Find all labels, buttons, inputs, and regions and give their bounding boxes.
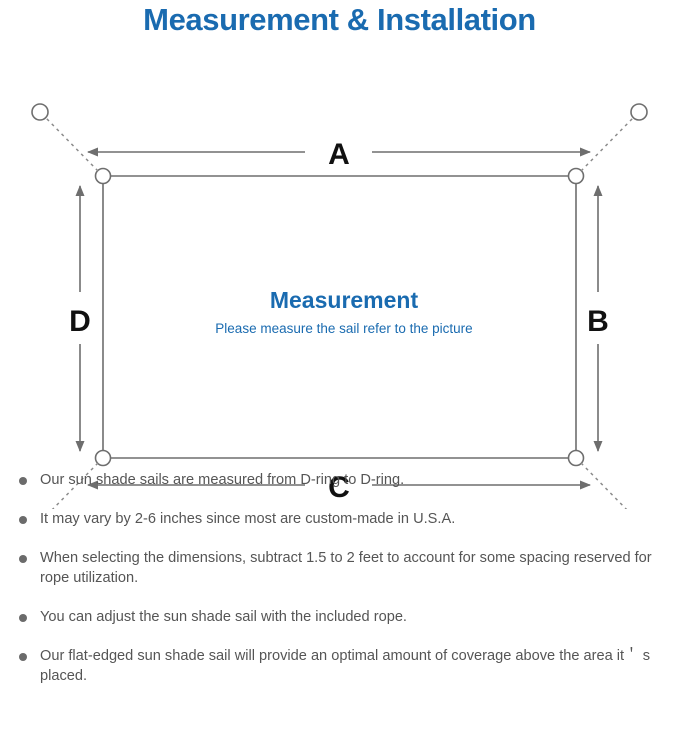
diagram-center-subtitle: Please measure the sail refer to the pic…: [215, 321, 472, 336]
bullet-dot-icon: [19, 614, 27, 622]
bottom-right-rope-line: [580, 462, 628, 509]
dimension-label-a: A: [328, 138, 350, 171]
dimension-label-c: C: [328, 471, 350, 504]
note-text: Our flat-edged sun shade sail will provi…: [40, 648, 651, 684]
note-item: Our sun shade sails are measured from D-…: [10, 470, 671, 490]
note-item: It may vary by 2-6 inches since most are…: [10, 509, 671, 529]
dimension-label-d: D: [69, 305, 91, 338]
note-text: Our sun shade sails are measured from D-…: [40, 472, 405, 488]
note-item: When selecting the dimensions, subtract …: [10, 548, 671, 588]
notes-list: Our sun shade sails are measured from D-…: [0, 470, 679, 686]
top-left-anchor-ring-icon: [31, 103, 49, 121]
note-text: It may vary by 2-6 inches since most are…: [40, 511, 456, 527]
note-item: You can adjust the sun shade sail with t…: [10, 607, 671, 627]
bullet-dot-icon: [19, 516, 27, 524]
bullet-dot-icon: [19, 653, 27, 661]
notes-section: Our sun shade sails are measured from D-…: [0, 470, 679, 705]
top-right-rope-line: [580, 117, 634, 172]
sail-diagram-svg: A C D B Measurement Please measure the s…: [31, 103, 648, 509]
note-item: Our flat-edged sun shade sail will provi…: [10, 646, 671, 686]
bottom-left-d-ring-icon: [94, 449, 112, 467]
bottom-right-d-ring-icon: [567, 449, 585, 467]
bullet-dot-icon: [19, 555, 27, 563]
bullet-dot-icon: [19, 477, 27, 485]
top-right-d-ring-icon: [567, 167, 585, 185]
diagram-center-title: Measurement: [270, 287, 419, 313]
bottom-left-rope-line: [51, 462, 99, 509]
top-left-rope-line: [45, 117, 99, 172]
top-left-d-ring-icon: [94, 167, 112, 185]
dimension-label-b: B: [587, 305, 609, 338]
page-title: Measurement & Installation: [143, 2, 536, 37]
top-right-anchor-ring-icon: [630, 103, 648, 121]
diagram-container: A C D B Measurement Please measure the s…: [0, 39, 679, 509]
note-text: You can adjust the sun shade sail with t…: [40, 609, 407, 625]
sail-body-rectangle: [102, 175, 577, 459]
note-text: When selecting the dimensions, subtract …: [40, 550, 652, 586]
